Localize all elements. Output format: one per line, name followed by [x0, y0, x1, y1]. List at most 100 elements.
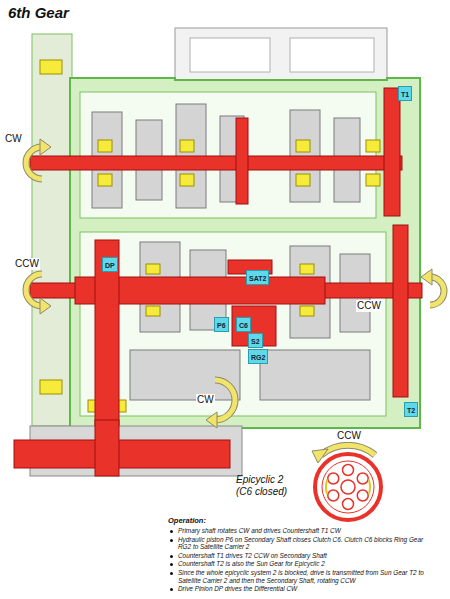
shaft [232, 306, 276, 346]
operation-notes: Operation: Primary shaft rotates CW and d… [168, 516, 432, 594]
rotation-arrow [206, 412, 217, 428]
housing [32, 34, 72, 426]
bearing [40, 60, 380, 412]
part-name: P6 [217, 322, 226, 329]
housing [80, 92, 376, 218]
bearing [40, 60, 62, 74]
housing [175, 28, 387, 80]
epicyclic-schematic [357, 473, 368, 484]
rotation-arrow [40, 139, 51, 155]
epicyclic-schematic [315, 454, 381, 520]
figure-caption: Epicyclic 2 (C6 closed) [236, 474, 300, 498]
bullet-dot [170, 539, 173, 542]
rotation-label: CCW [14, 258, 40, 270]
bullet-dot [170, 588, 173, 591]
rotation-arrow [40, 298, 51, 314]
bearing [366, 174, 380, 186]
differential-shaft [14, 440, 230, 468]
gear-stack [260, 350, 370, 400]
part-tag: RG2 [248, 349, 268, 364]
bullet-dot [170, 555, 173, 558]
shaft [30, 156, 402, 170]
part-name: T2 [407, 407, 415, 414]
shaft [30, 88, 422, 430]
epicyclic-schematic [326, 479, 370, 494]
epicyclic-schematic [328, 490, 339, 501]
bearing [366, 140, 380, 152]
bullet-dot [170, 572, 173, 575]
notes-heading: Operation: [168, 516, 432, 525]
part-name: DP [105, 262, 115, 269]
rotation-arrow [215, 380, 235, 420]
bearing [296, 174, 310, 186]
bearing [146, 264, 160, 274]
gear-stack [92, 104, 370, 400]
part-tag: T2 [404, 402, 418, 417]
part-name: S2 [251, 338, 260, 345]
part-tag: T1 [398, 86, 412, 101]
part-tag: DP [102, 257, 118, 272]
part-tag: S2 [248, 333, 263, 348]
bearing [296, 140, 310, 152]
note-text: Since the whole epicyclic system 2 is bl… [178, 569, 432, 584]
note-text: Countershaft T2 is also the Sun Gear for… [178, 560, 325, 568]
note-row: Drive Pinion DP drives the Differential … [168, 585, 432, 593]
rotation-label: CCW [356, 300, 382, 312]
part-name: RG2 [251, 354, 265, 361]
epicyclic-schematic [322, 461, 374, 513]
rotation-label: CW [4, 133, 23, 145]
shaft [384, 88, 400, 216]
note-row: Countershaft T1 drives T2 CCW on Seconda… [168, 552, 432, 560]
bearing [300, 264, 314, 274]
note-text: Primary shaft rotates CW and drives Coun… [178, 527, 341, 535]
housing [190, 38, 270, 72]
bullet-dot [170, 563, 173, 566]
epicyclic-schematic [328, 465, 368, 510]
epicyclic-schematic [343, 465, 354, 476]
rotation-arrow [421, 269, 432, 285]
part-name: SAT2 [249, 275, 266, 282]
rotation-label: CW [196, 394, 215, 406]
shaft [236, 118, 248, 204]
note-text: Hydraulic piston P6 on Secondary Shaft c… [178, 536, 432, 551]
epicyclic-schematic [369, 479, 370, 494]
shaft [95, 240, 119, 430]
epicyclic-schematic [341, 480, 355, 494]
bearing [98, 174, 112, 186]
bearing [180, 140, 194, 152]
epicyclic-schematic [328, 473, 339, 484]
shaft [393, 225, 408, 397]
rotation-arrow [215, 380, 235, 420]
note-text: Drive Pinion DP drives the Differential … [178, 585, 297, 593]
bearing [300, 306, 314, 316]
bearing [180, 174, 194, 186]
note-row: Countershaft T2 is also the Sun Gear for… [168, 560, 432, 568]
note-row: Primary shaft rotates CW and drives Coun… [168, 527, 432, 535]
part-tag: P6 [214, 317, 229, 332]
part-name: T1 [401, 91, 409, 98]
note-row: Since the whole epicyclic system 2 is bl… [168, 569, 432, 584]
rotation-arrow [26, 139, 444, 463]
epicyclic-schematic [357, 490, 368, 501]
note-text: Countershaft T1 drives T2 CCW on Seconda… [178, 552, 327, 560]
bearing [40, 380, 62, 394]
bearing [98, 140, 112, 152]
housing [32, 28, 420, 428]
housing [290, 38, 374, 72]
epicyclic-schematic [343, 499, 354, 510]
epicyclic-schematic [326, 479, 327, 494]
gear-stack [130, 350, 240, 400]
rotation-label: CCW [336, 430, 362, 442]
diagram-title: 6th Gear [8, 4, 69, 21]
part-name: C6 [239, 322, 248, 329]
epicyclic-schematic [315, 454, 381, 520]
part-tag: C6 [236, 317, 251, 332]
bullet-dot [170, 530, 173, 533]
part-tag: SAT2 [246, 270, 269, 285]
differential-shaft [14, 420, 230, 476]
note-row: Hydraulic piston P6 on Secondary Shaft c… [168, 536, 432, 551]
bearing [146, 306, 160, 316]
housing [70, 78, 420, 428]
